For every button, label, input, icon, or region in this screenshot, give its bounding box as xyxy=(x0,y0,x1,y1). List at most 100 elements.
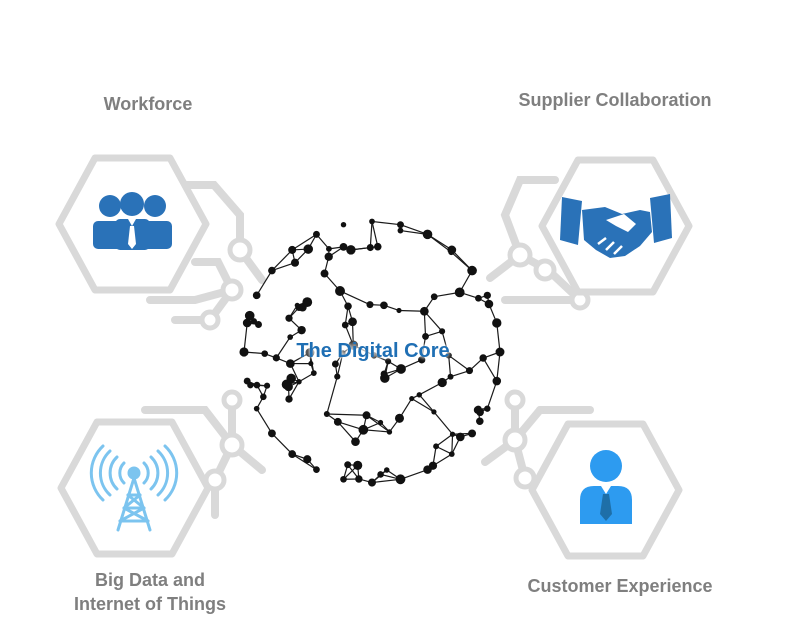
sphere-node xyxy=(366,301,374,309)
sphere-node xyxy=(287,334,294,340)
connector-workforce xyxy=(146,181,266,331)
sphere-link xyxy=(482,357,498,382)
people-group-icon xyxy=(93,192,172,250)
sphere-node xyxy=(284,382,293,392)
sphere-node xyxy=(313,466,320,473)
sphere-node xyxy=(465,367,474,375)
sphere-node xyxy=(468,429,477,438)
sphere-node xyxy=(308,361,314,367)
sphere-node xyxy=(339,243,348,251)
sphere-node xyxy=(409,396,415,402)
core-title: The Digital Core xyxy=(296,340,450,362)
sphere-node xyxy=(255,321,262,328)
sphere-node xyxy=(370,352,378,359)
sphere-node xyxy=(261,350,269,357)
sphere-node xyxy=(344,461,352,469)
hexagon-bigdata xyxy=(57,418,212,558)
radio-tower-icon xyxy=(89,444,179,532)
sphere-node xyxy=(288,450,297,458)
sphere-node xyxy=(484,405,491,412)
sphere-node xyxy=(422,332,429,340)
sphere-node xyxy=(449,431,456,437)
sphere-node xyxy=(260,393,267,401)
sphere-node xyxy=(285,314,293,322)
sphere-node xyxy=(369,218,375,225)
sphere-node xyxy=(479,354,487,362)
sphere-node xyxy=(362,411,371,420)
sphere-node xyxy=(396,364,406,374)
sphere-node xyxy=(367,478,377,487)
sphere-node xyxy=(323,411,330,418)
sphere-node xyxy=(286,359,295,368)
digital-core-sphere xyxy=(239,218,505,487)
sphere-node xyxy=(380,370,388,378)
connector-customer xyxy=(481,389,594,504)
sphere-node xyxy=(244,310,255,321)
sphere-node xyxy=(474,405,482,413)
sphere-link xyxy=(243,322,248,353)
sphere-node xyxy=(448,451,455,457)
sphere-node xyxy=(297,325,306,335)
sphere-node xyxy=(475,294,482,302)
sphere-link xyxy=(418,394,435,413)
sphere-node xyxy=(423,465,432,474)
sphere-node xyxy=(492,376,502,386)
sphere-node xyxy=(285,395,293,403)
sphere-node xyxy=(351,437,360,446)
sphere-node xyxy=(242,318,252,328)
sphere-node xyxy=(334,373,341,380)
sphere-node xyxy=(492,318,502,328)
sphere-link xyxy=(271,249,293,272)
sphere-link xyxy=(448,355,452,377)
sphere-link xyxy=(448,354,470,372)
sphere-link xyxy=(435,433,453,447)
sphere-node xyxy=(290,258,300,267)
person-icon xyxy=(580,450,632,524)
sphere-link xyxy=(326,413,367,416)
sphere-node xyxy=(397,227,404,234)
sphere-link xyxy=(275,336,291,359)
sphere-node xyxy=(366,243,374,252)
sphere-node xyxy=(341,321,349,329)
sphere-link xyxy=(441,331,450,356)
label-supplier-collaboration: Supplier Collaboration xyxy=(518,90,712,110)
sphere-node xyxy=(385,358,392,365)
sphere-link xyxy=(496,351,501,382)
sphere-link xyxy=(291,233,317,251)
sphere-link xyxy=(339,290,371,306)
sphere-node xyxy=(268,266,276,275)
label-customer-experience: Customer Experience xyxy=(527,576,713,596)
sphere-node xyxy=(243,377,251,385)
sphere-node xyxy=(377,471,384,478)
sphere-node xyxy=(395,474,406,485)
sphere-link xyxy=(433,411,454,435)
sphere-node xyxy=(310,370,317,376)
sphere-link xyxy=(496,322,501,353)
sphere-node xyxy=(303,244,313,254)
sphere-node xyxy=(344,302,352,310)
sphere-node xyxy=(483,291,491,299)
sphere-node xyxy=(250,318,257,325)
sphere-node xyxy=(394,413,404,423)
sphere-node xyxy=(386,429,393,435)
sphere-link xyxy=(256,408,273,434)
sphere-node xyxy=(335,286,345,296)
sphere-node xyxy=(253,381,261,389)
sphere-node xyxy=(454,287,465,298)
sphere-link xyxy=(451,249,473,272)
sphere-node xyxy=(340,350,346,356)
sphere-node xyxy=(239,347,249,357)
sphere-link xyxy=(371,220,401,226)
sphere-node xyxy=(484,299,494,309)
sphere-link xyxy=(371,221,379,247)
sphere-link xyxy=(435,445,453,455)
sphere-link xyxy=(411,398,435,413)
sphere-link xyxy=(421,336,427,360)
sphere-node xyxy=(303,455,312,464)
sphere-node xyxy=(430,293,438,301)
sphere-node xyxy=(355,475,363,483)
sphere-node xyxy=(263,382,271,389)
sphere-node xyxy=(253,405,260,412)
sphere-node xyxy=(286,373,296,384)
sphere-node xyxy=(419,306,429,316)
